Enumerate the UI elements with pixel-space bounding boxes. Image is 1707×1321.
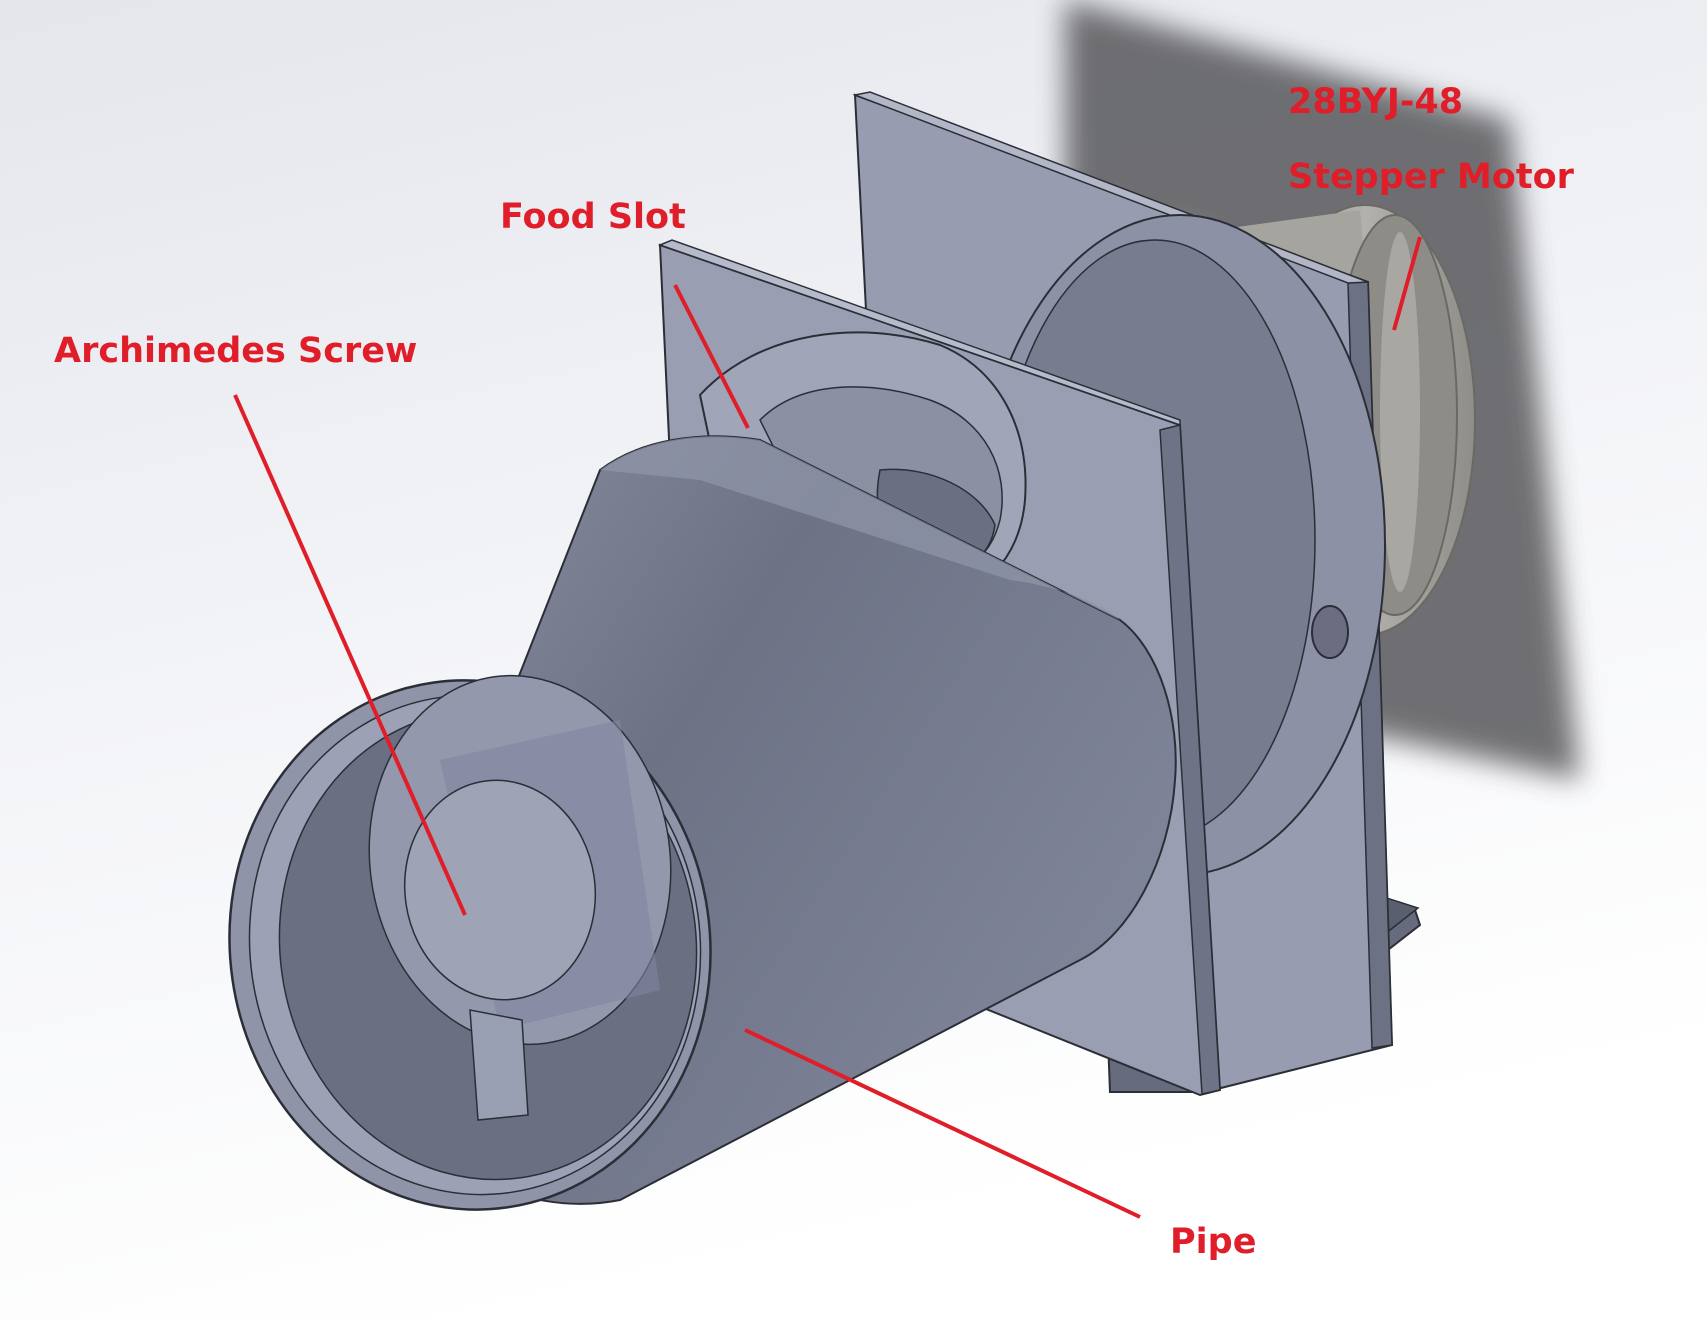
leader-lines bbox=[233, 236, 1422, 1219]
front-plate-top-edge bbox=[657, 239, 1181, 427]
label-pipe: Pipe bbox=[1170, 1222, 1256, 1262]
leader-pipe bbox=[744, 1028, 1141, 1219]
labels: Archimedes Screw Food Slot 28BYJ-48 Step… bbox=[54, 82, 1575, 1262]
label-motor-model: 28BYJ-48 bbox=[1288, 82, 1463, 122]
leader-archimedes-screw bbox=[233, 394, 467, 916]
front-plate-side-edge bbox=[1159, 424, 1221, 1095]
leader-stepper-motor bbox=[1392, 236, 1422, 331]
pipe-top-highlight bbox=[600, 436, 1120, 620]
mounting-hole bbox=[1311, 605, 1349, 659]
label-stepper-motor: Stepper Motor bbox=[1288, 157, 1575, 197]
screw-assembly bbox=[368, 674, 672, 1121]
leader-food-slot bbox=[673, 284, 750, 429]
label-archimedes-screw: Archimedes Screw bbox=[54, 331, 417, 371]
label-food-slot: Food Slot bbox=[500, 197, 686, 237]
